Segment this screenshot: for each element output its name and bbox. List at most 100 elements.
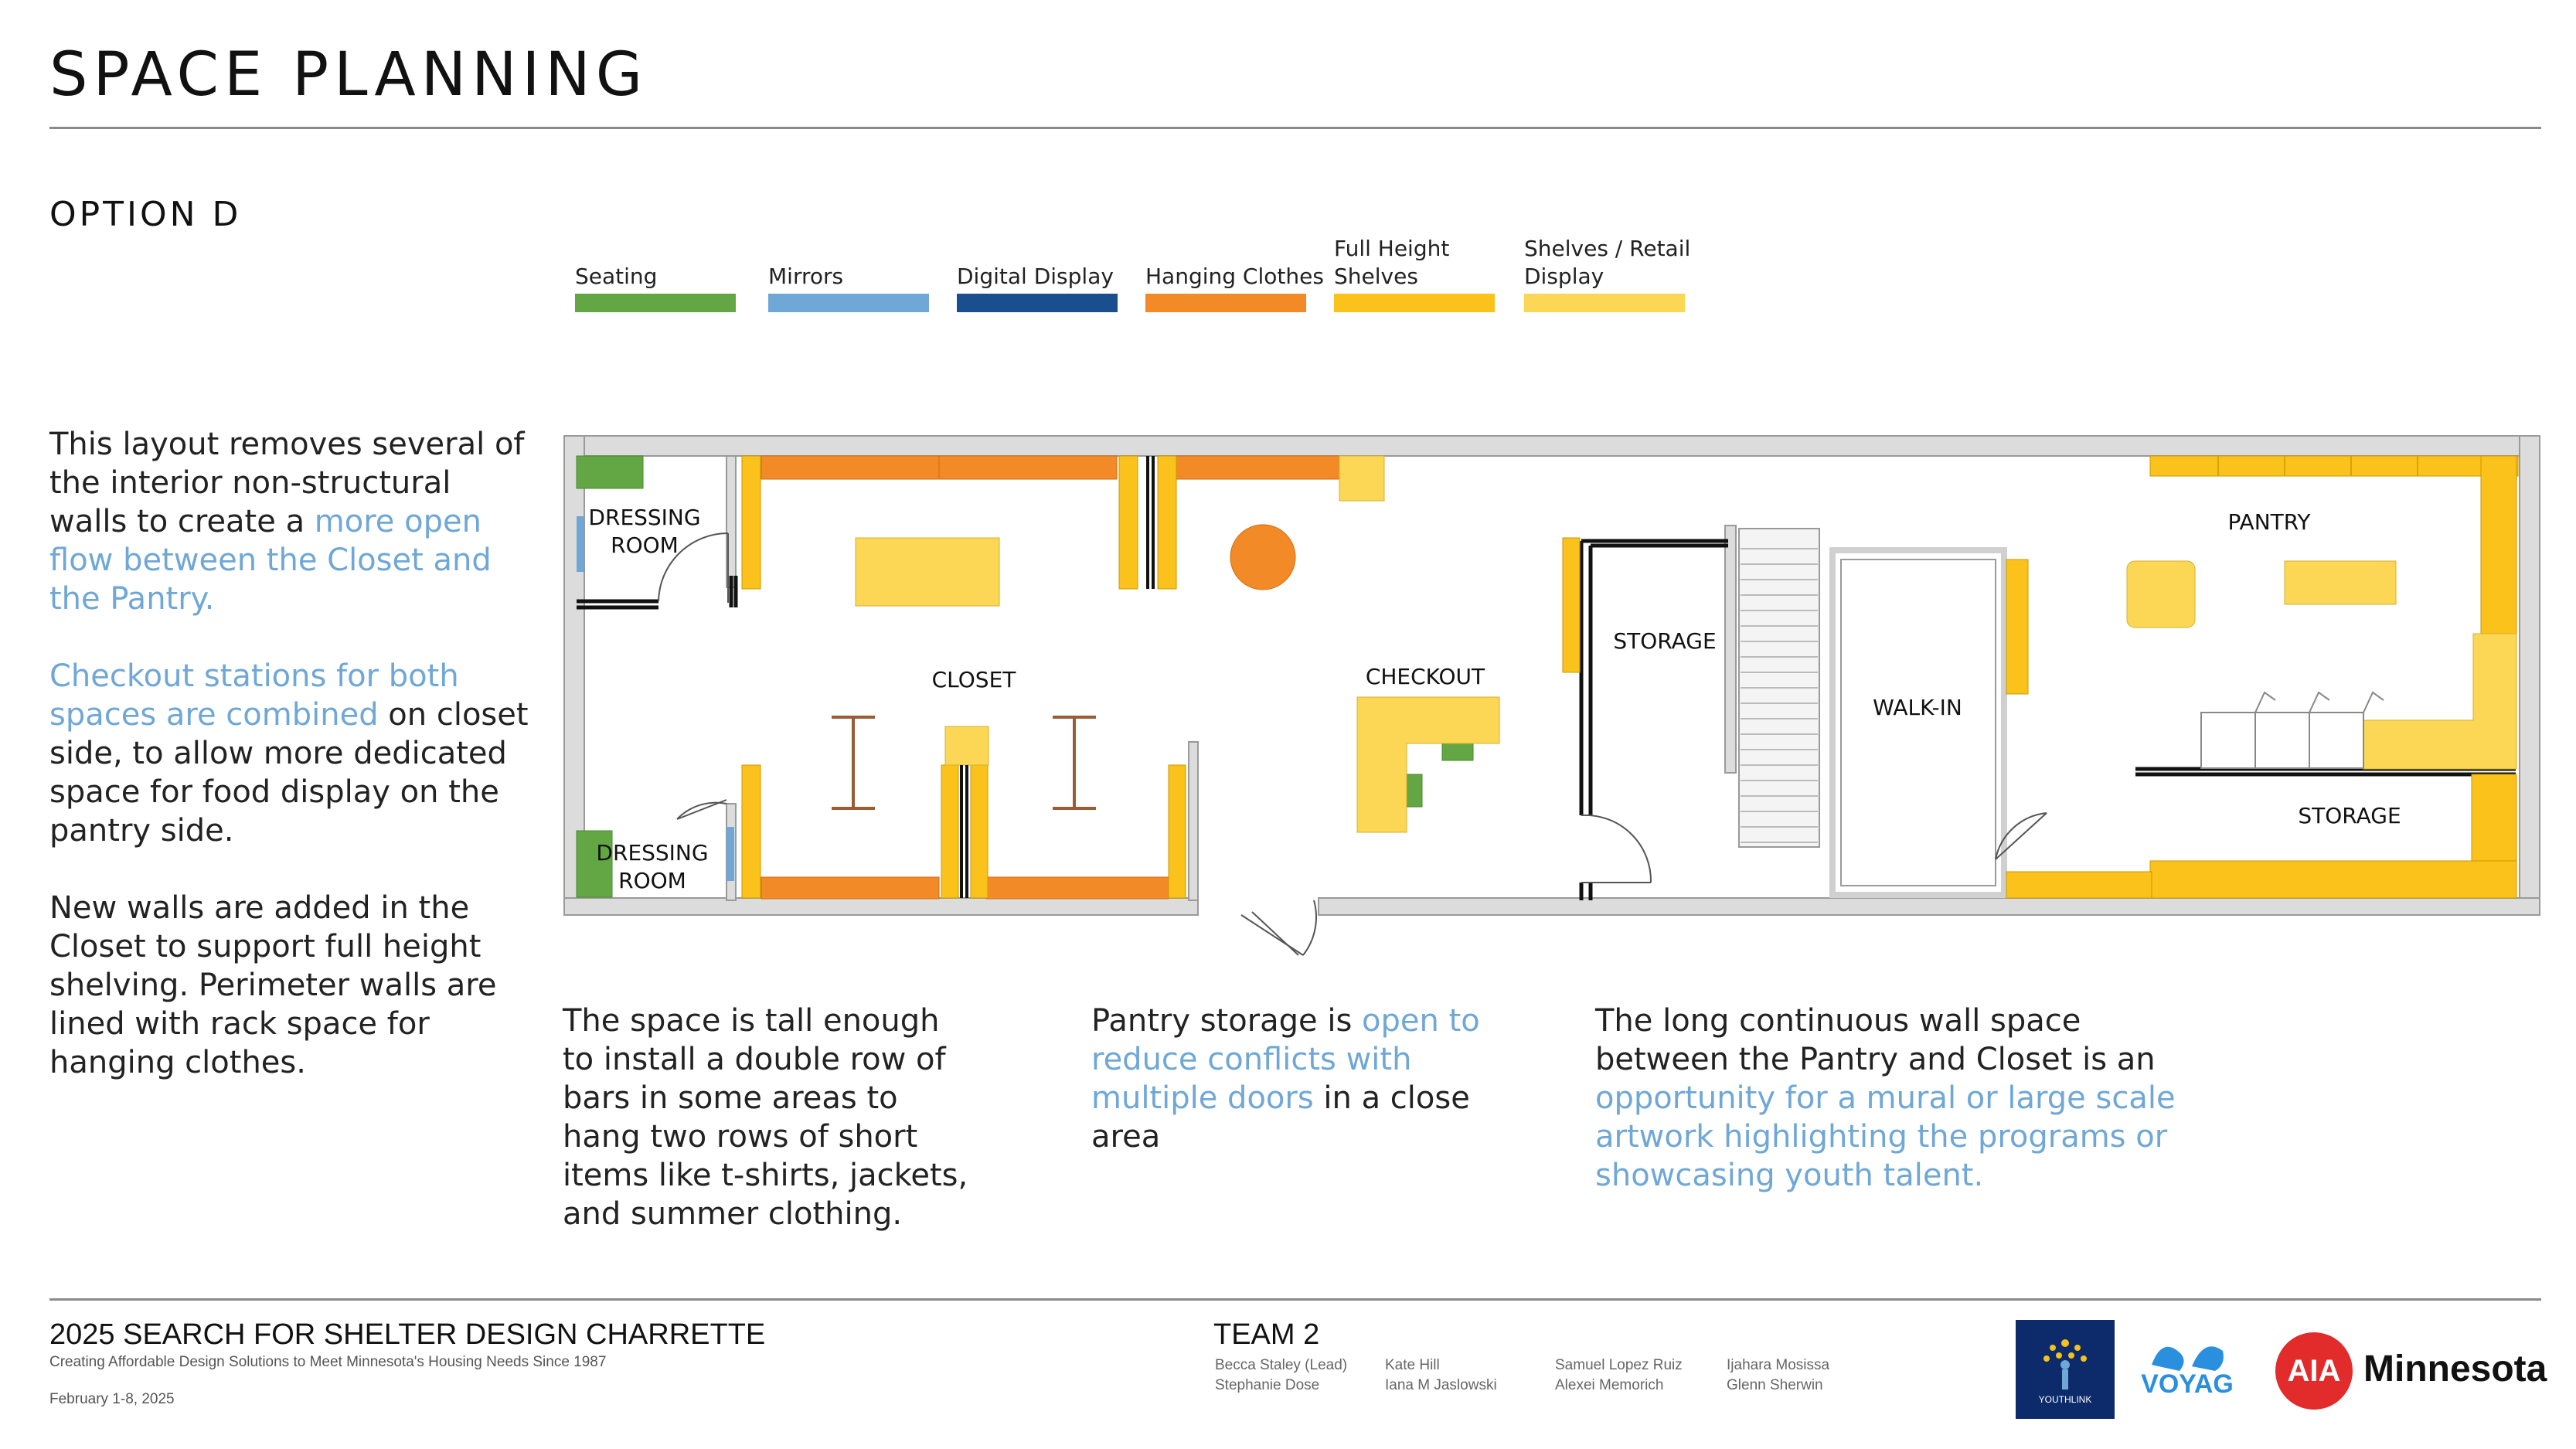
mirror-dressing-bottom [727,827,734,881]
door-swing-walk-in [1995,812,2047,860]
room-label-closet: CLOSET [931,667,1016,692]
legend-item-seating: Seating [575,263,657,291]
team-member: Alexei Memorich [1555,1377,1664,1393]
legend-swatch-digital-display [957,294,1118,312]
page-title: SPACE PLANNING [49,40,648,110]
description-text: This layout removes several of the inter… [49,427,525,539]
dark-walls [577,539,2516,900]
footer-date: February 1-8, 2025 [49,1391,175,1407]
door-leaf-entry-2 [1251,911,1299,956]
rack-top-1 [761,455,940,480]
team-title: TEAM 2 [1213,1318,1320,1351]
note-mural-wall: The long continuous wall space between t… [1595,1002,2214,1195]
footer-divider [49,1298,2541,1301]
legend-label: Shelves / Retail [1524,236,1691,261]
note-double-rows: The space is tall enough to install a do… [563,1003,968,1232]
door-leaf-walk-in [1995,812,2047,860]
round-rack [1230,524,1296,590]
note-highlight: opportunity for a mural or large scale a… [1595,1080,2176,1193]
shelf-walk-in [2006,559,2029,695]
shelf-walk-in-bottom [2006,871,2152,899]
voyag-birds-icon [2152,1346,2224,1371]
doors [658,532,2047,956]
description-highlight: Checkout stations for both spaces are co… [49,658,459,733]
shelf-closet-bottom-1 [941,764,959,899]
display-pantry-1 [2126,560,2196,628]
room-label-line: ROOM [618,868,686,893]
aia-logo-badge: AIA [2275,1332,2353,1410]
shelf-closet-bottom-2 [970,764,989,899]
wall-storage-inner [1588,543,1728,815]
display-table-closet [855,537,1000,607]
wall-pantry-storage [2135,767,2516,777]
interior-walls [726,455,2007,901]
note-text: Pantry storage is [1091,1003,1363,1039]
door-swing-storage [1581,814,1652,883]
youthlink-wordmark: YOUTHLINK [2038,1394,2092,1405]
walk-in-inner [1840,559,1996,886]
display-corner-closet [1339,455,1385,502]
wall-top [563,435,2540,457]
door-swing-dressing-bottom [676,801,727,820]
note-pantry-storage: Pantry storage is open to reduce conflic… [1091,1002,1493,1156]
wall-right [2519,435,2540,916]
hanging-clothes [761,455,1340,900]
team-member: Iana M Jaslowski [1385,1377,1497,1393]
voyag-wordmark: VOYAG [2141,1369,2234,1399]
description-text: on closet side, to allow more dedicated … [49,697,529,849]
shelf-storage-right [2471,774,2517,862]
team-member: Stephanie Dose [1215,1377,1320,1393]
exterior-walls [563,435,2540,916]
shelf-pantry-right [2480,455,2517,634]
door-leaf-entry-1 [1240,914,1304,956]
legend-label: Hanging Clothes [1145,264,1324,289]
display-pantry-corner [2363,633,2517,770]
room-label-line: DRESSING [596,840,709,866]
room-label-line: DRESSING [588,505,701,530]
display-closet-cap [944,726,989,766]
retail-display [855,455,2517,833]
seat-dressing-top [576,455,644,489]
legend-label: Mirrors [768,264,844,289]
team-member: Ijahara Mosissa [1727,1357,1830,1373]
room-label-walk-in: WALK-IN [1873,695,1962,720]
room-label-storage-pantry: STORAGE [2298,803,2401,828]
footer-title: 2025 SEARCH FOR SHELTER DESIGN CHARRETTE [49,1318,766,1351]
pantry-fridges [2200,691,2384,769]
header-divider [49,127,2541,129]
room-label-pantry: PANTRY [2227,509,2311,535]
shelf-storage-bottom [2149,860,2517,899]
fridge-2 [2254,712,2310,769]
shelf-closet-mid-top-2 [1157,455,1177,590]
wall-dressing-top-jamb [729,576,738,607]
legend-item-mirrors: Mirrors [768,263,843,291]
door-swing-dressing-top [658,532,729,602]
door-leaf-dressing-bottom [676,799,727,820]
room-label-line: ROOM [611,532,679,558]
stair-treads [1741,548,1818,843]
description-new-walls: New walls are added in the Closet to sup… [49,890,497,1080]
minnesota-wordmark: Minnesota [2363,1349,2547,1389]
walk-in-room [1829,547,2007,898]
fridge-door-1 [2254,691,2276,713]
legend-label: Seating [575,264,658,289]
seating [576,455,1474,898]
legend-label: Digital Display [957,264,1114,289]
seat-dressing-bottom [576,830,613,898]
description-highlight: more open flow between the Closet and th… [49,504,492,617]
legend-swatch-mirrors [768,294,929,312]
note-text: in a close area [1091,1080,1470,1155]
shelf-closet-mid-top-1 [1118,455,1138,590]
shelf-storage [1562,537,1581,673]
room-label-dressing-top: DRESSING ROOM [583,504,706,560]
clothing-racks [832,716,1096,810]
legend-swatch-full-height-shelves [1334,294,1495,312]
room-label-dressing-bottom: DRESSING ROOM [590,839,714,895]
legend-swatch-seating [575,294,736,312]
team-member: Becca Staley (Lead) [1215,1357,1348,1373]
wall-bottom-right [1318,897,2540,916]
aia-wordmark: AIA [2287,1354,2341,1388]
youthlink-mark-icon [2043,1339,2087,1389]
legend-swatch-hanging-clothes [1145,294,1306,312]
